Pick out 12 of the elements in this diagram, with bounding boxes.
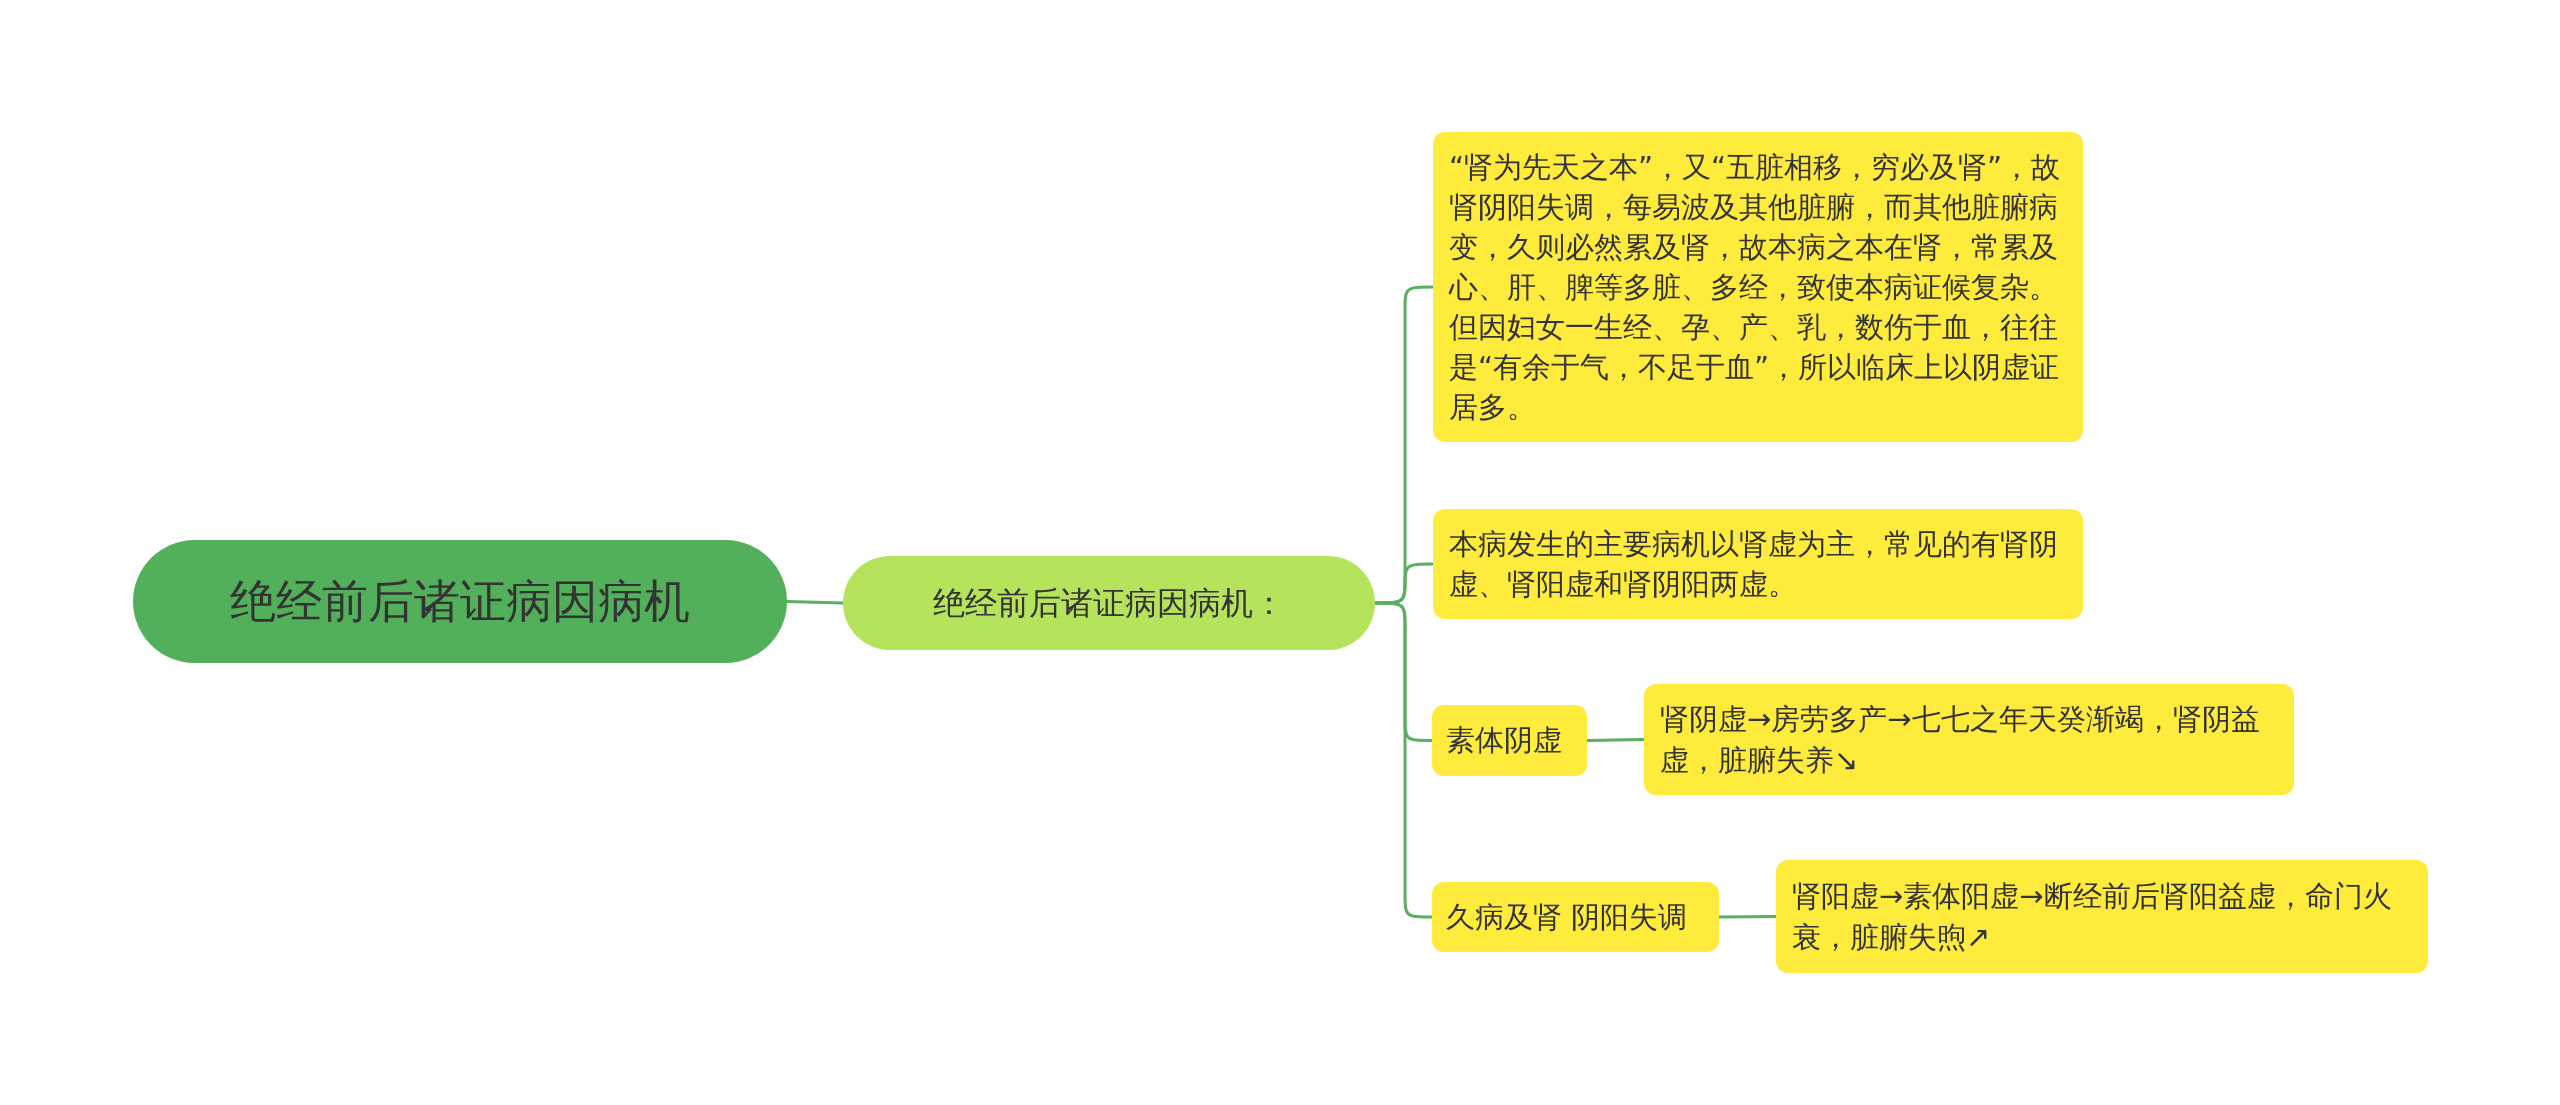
connector-line <box>1586 738 1645 742</box>
connector-line <box>1375 562 1433 605</box>
connector-line <box>786 600 844 605</box>
subtopic-pill: 绝经前后诸证病因病机： <box>843 556 1375 650</box>
topic-box: 久病及肾 阴阳失调 <box>1432 882 1719 952</box>
text-card: 肾阴虚→房劳多产→七七之年天癸渐竭，肾阴益虚，脏腑失养↘ <box>1644 684 2294 795</box>
text-card: “肾为先天之本”，又“五脏相移，穷必及肾”，故肾阴阳失调，每易波及其他脏腑，而其他脏腑病变，久则必然累及肾，故本病之本在肾，常累及心、肝、脾等多脏、多经，致使本病证候复杂。但因妇女一生经、孕、产、乳，数伤于血，往往是“有余于气，不足于血”，所以临床上以阴虚证居多。 <box>1433 132 2083 442</box>
connector-line <box>1719 915 1776 919</box>
text-card: 肾阳虚→素体阳虚→断经前后肾阳益虚，命门火衰，脏腑失煦↗ <box>1776 860 2428 973</box>
root-topic: 绝经前后诸证病因病机 <box>133 540 787 663</box>
topic-box: 素体阴虚 <box>1432 705 1587 776</box>
text-card: 本病发生的主要病机以肾虚为主，常见的有肾阴虚、肾阳虚和肾阴阳两虚。 <box>1433 509 2083 619</box>
